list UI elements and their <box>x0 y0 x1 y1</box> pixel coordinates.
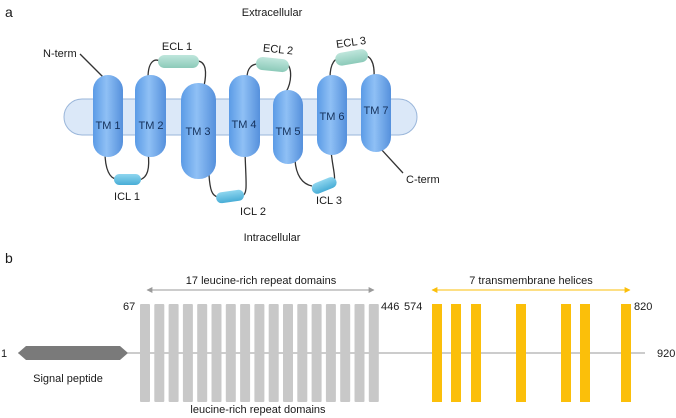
tm-bar <box>561 304 571 402</box>
lrr-bar <box>225 304 236 402</box>
helix-tm5 <box>273 90 303 164</box>
tm6-label: TM 6 <box>319 111 344 123</box>
tm4-label: TM 4 <box>231 119 256 131</box>
lrr-bar <box>168 304 179 402</box>
helix-tm4 <box>229 75 260 157</box>
icl1-label: ICL 1 <box>114 191 140 203</box>
seq-start-label: 1 <box>1 348 7 360</box>
helices <box>93 74 391 179</box>
lrr-bar <box>283 304 293 402</box>
helix-tm3 <box>181 83 216 179</box>
helix-tm1 <box>93 75 123 157</box>
lrr-bottom-label: leucine-rich repeat domains <box>190 404 326 416</box>
lrr-start-label: 67 <box>123 301 135 313</box>
tm-bar <box>432 304 442 402</box>
intracellular-label: Intracellular <box>244 232 301 244</box>
tm-bar <box>451 304 461 402</box>
lrr-end-label: 446 <box>381 301 399 313</box>
seq-end-label: 920 <box>657 348 675 360</box>
tm-bar <box>516 304 526 402</box>
lrr-bar <box>140 304 150 402</box>
lrr-bar <box>368 304 379 402</box>
helix-tm2 <box>135 75 166 157</box>
panel-a-label: a <box>5 4 13 20</box>
tm7-label: TM 7 <box>363 105 388 117</box>
ecl2-pill <box>255 57 289 73</box>
lrr-bar <box>325 304 336 402</box>
signal-peptide-shape <box>18 346 128 360</box>
signal-peptide-label: Signal peptide <box>33 373 103 385</box>
icl3-label: ICL 3 <box>316 195 342 207</box>
tm-bar <box>471 304 481 402</box>
c-term-line <box>379 147 404 174</box>
ecl3-pill <box>335 49 368 66</box>
lrr-bars <box>140 304 379 402</box>
lrr-bar <box>154 304 165 402</box>
ecl2-label: ECL 2 <box>262 42 293 57</box>
ecl1-pill <box>158 55 199 68</box>
lrr-bar <box>354 304 365 402</box>
icl3-pill <box>311 177 337 194</box>
tm-top-label: 7 transmembrane helices <box>469 275 593 287</box>
tm2-label: TM 2 <box>138 120 163 132</box>
lrr-bar <box>211 304 222 402</box>
tm-start-label: 574 <box>404 301 422 313</box>
n-term-line <box>79 53 105 79</box>
lrr-bar <box>311 304 322 402</box>
ecl1-label: ECL 1 <box>162 41 192 53</box>
helix-tm7 <box>361 74 391 152</box>
lrr-bar <box>197 304 208 402</box>
tm-bar <box>580 304 590 402</box>
lrr-bar <box>268 304 279 402</box>
helix-tm6 <box>317 75 347 155</box>
n-term-label: N-term <box>43 48 77 60</box>
lrr-bar <box>254 304 265 402</box>
lrr-bar <box>340 304 351 402</box>
lrr-bar <box>297 304 308 402</box>
icl2-label: ICL 2 <box>240 206 266 218</box>
tm-end-label: 820 <box>634 301 652 313</box>
tm1-label: TM 1 <box>95 120 120 132</box>
tm-bar <box>621 304 631 402</box>
panel-b-label: b <box>5 250 13 266</box>
lrr-top-label: 17 leucine-rich repeat domains <box>186 275 337 287</box>
tm3-label: TM 3 <box>185 126 210 138</box>
tm-bars <box>432 304 631 402</box>
ecl3-label: ECL 3 <box>335 35 367 51</box>
icl1-pill <box>114 174 141 185</box>
tm5-label: TM 5 <box>275 126 300 138</box>
extracellular-label: Extracellular <box>242 7 303 19</box>
lrr-bar <box>182 304 193 402</box>
icl2-pill <box>216 189 244 204</box>
c-term-label: C-term <box>406 174 440 186</box>
lrr-bar <box>240 304 251 402</box>
